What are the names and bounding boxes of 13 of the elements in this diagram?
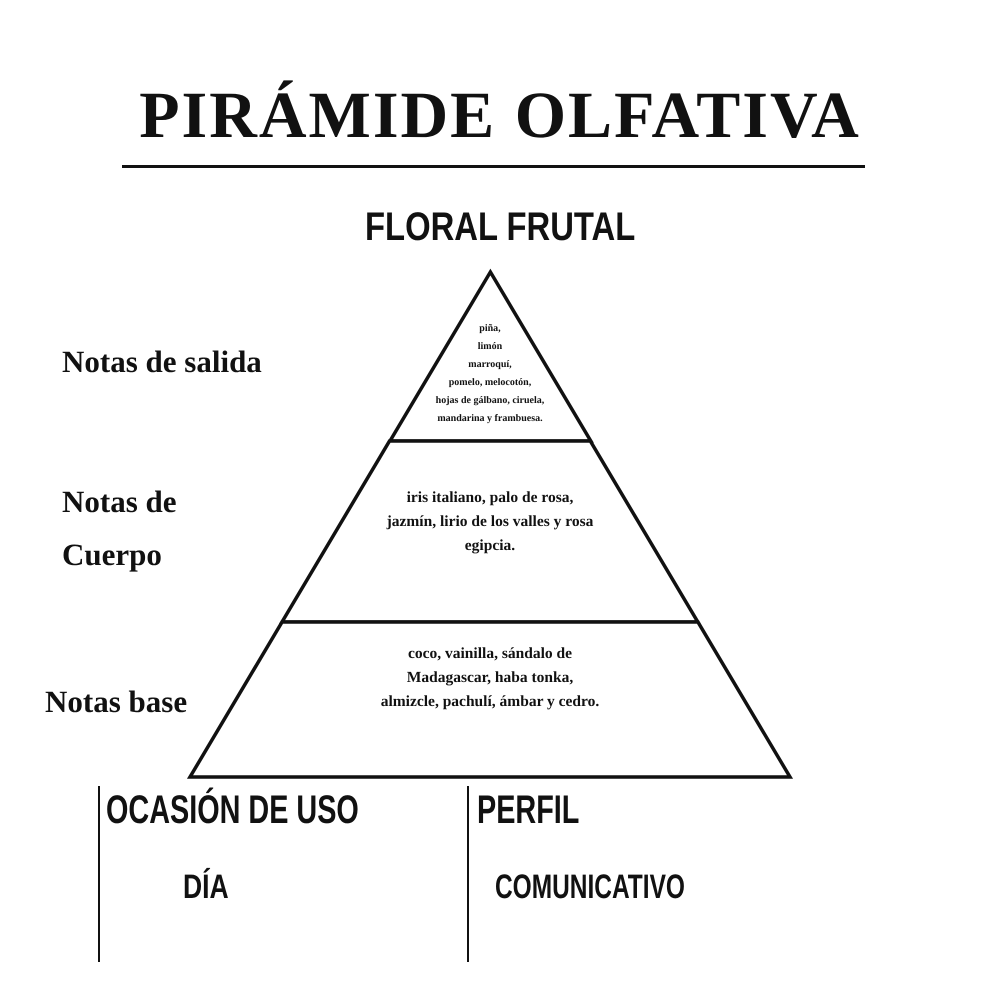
subtitle: FLORAL FRUTAL [364,205,635,250]
tier-label: Notas base [45,683,188,721]
title: PIRÁMIDE OLFATIVA [138,78,862,154]
note-list: iris italiano, palo de rosa, jazmín, lirio de los valles y rosa egipcia. [380,486,599,558]
section-heading: PERFIL [477,788,580,833]
note-list: piña, limón marroquí, pomelo, melocotón, hojas de gálbano, ciruela, mandarina y frambuesa. [436,323,544,424]
section-value: DÍA [183,868,229,907]
section-heading: OCASIÓN DE USO [106,788,359,833]
section-value: COMUNICATIVO [495,868,685,907]
note-list: coco, vainilla, sándalo de Madagascar, haba tonka, almizcle, pachulí, ámbar y cedro. [379,642,601,714]
tier-label: Notas de salida [62,343,263,381]
tier-label: Notas de Cuerpo [62,483,178,574]
pyramid-tier [190,622,790,777]
